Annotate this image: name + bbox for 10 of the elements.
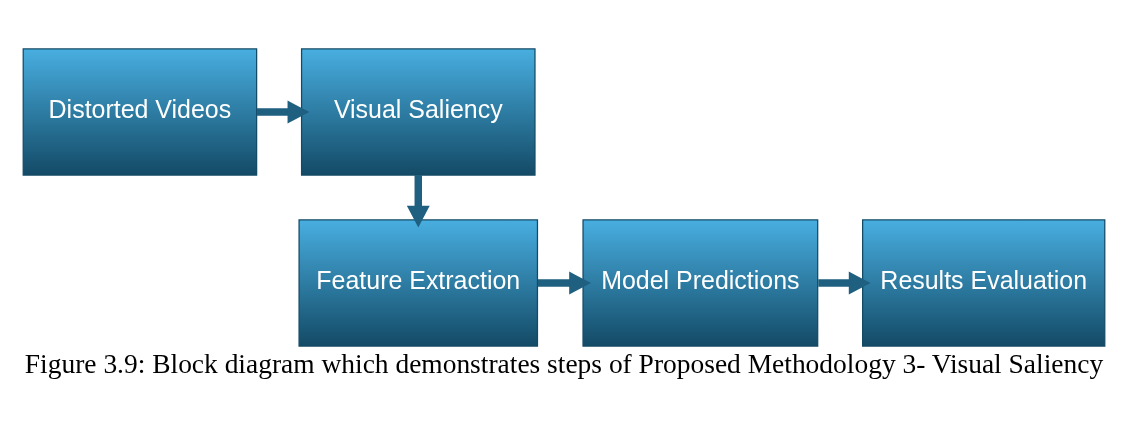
node-box: Distorted Videos [22, 48, 258, 176]
caption: Figure 3.9: Block diagram which demonstrates steps of Proposed Methodology 3- Visual Saliency [24, 349, 1104, 380]
arrow [406, 175, 430, 228]
arrow [256, 100, 310, 124]
node-box: Results Evaluation [862, 219, 1106, 347]
node-box: Feature Extraction [298, 219, 539, 347]
node-box: Visual Saliency [300, 48, 536, 176]
node-box: Model Predictions [582, 219, 819, 347]
arrow [818, 271, 871, 295]
arrow [537, 271, 591, 295]
